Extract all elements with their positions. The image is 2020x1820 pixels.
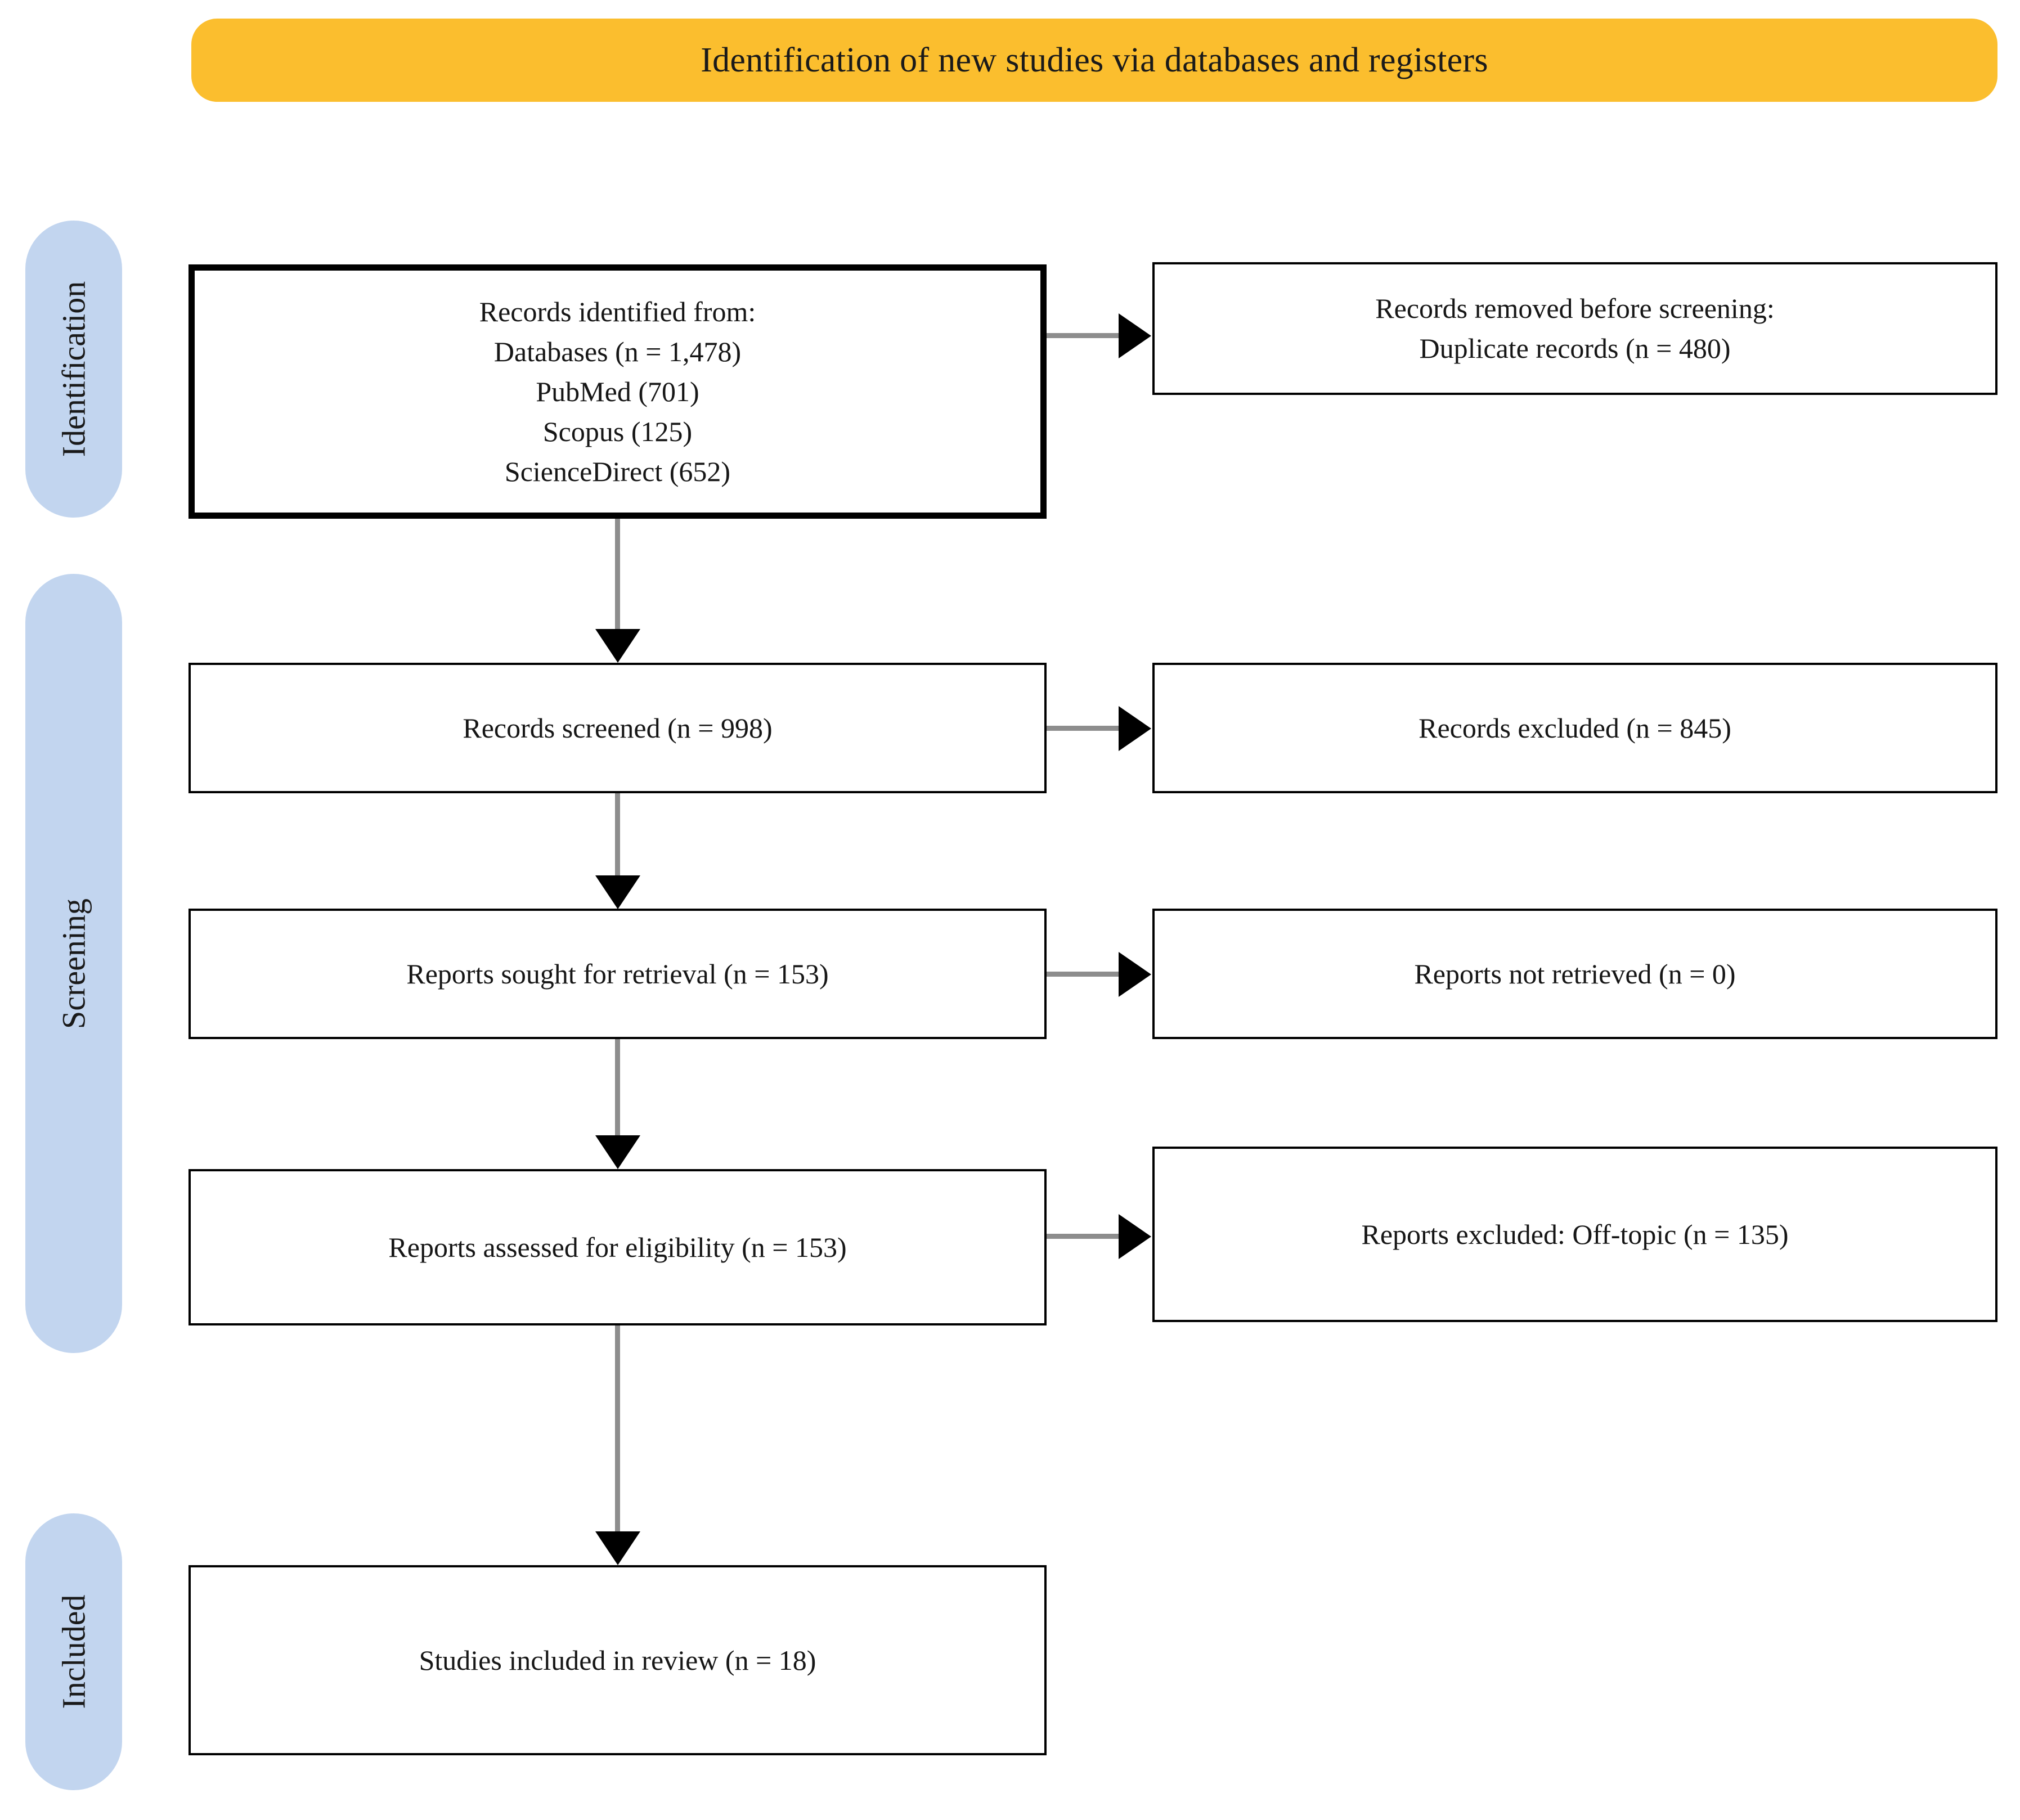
stage-label-identification: Identification	[25, 221, 122, 518]
arrow-right-screened-to-excluded	[1047, 726, 1121, 731]
node-reports-sought-text: Reports sought for retrieval (n = 153)	[392, 954, 843, 994]
node-records-identified: Records identified from: Databases (n = …	[188, 264, 1047, 519]
studies-included-line-1: Studies included in review (n = 18)	[419, 1644, 816, 1676]
node-records-screened: Records screened (n = 998)	[188, 663, 1047, 793]
stage-label-screening-text: Screening	[55, 898, 92, 1029]
node-records-excluded: Records excluded (n = 845)	[1152, 663, 1997, 793]
node-reports-assessed: Reports assessed for eligibility (n = 15…	[188, 1169, 1047, 1325]
records-identified-line-2: Databases (n = 1,478)	[493, 335, 742, 367]
arrow-down-screened-to-sought	[615, 793, 620, 878]
records-excluded-line-1: Records excluded (n = 845)	[1419, 712, 1731, 744]
arrow-down-assessed-to-included	[615, 1325, 620, 1534]
node-reports-excluded-offtopic: Reports excluded: Off-topic (n = 135)	[1152, 1147, 1997, 1322]
node-studies-included-text: Studies included in review (n = 18)	[405, 1641, 831, 1680]
records-identified-line-3: PubMed (701)	[536, 375, 699, 407]
arrow-right-assessed-to-excluded-offtopic	[1047, 1234, 1121, 1239]
reports-not-retrieved-line-1: Reports not retrieved (n = 0)	[1414, 958, 1736, 990]
records-identified-line-4: Scopus (125)	[542, 415, 693, 447]
reports-sought-line-1: Reports sought for retrieval (n = 153)	[406, 958, 829, 990]
arrow-down-sought-to-assessed	[615, 1039, 620, 1138]
reports-excluded-offtopic-line-1: Reports excluded: Off-topic (n = 135)	[1361, 1218, 1789, 1250]
node-studies-included: Studies included in review (n = 18)	[188, 1565, 1047, 1755]
stage-label-identification-text: Identification	[55, 281, 92, 457]
node-reports-not-retrieved-text: Reports not retrieved (n = 0)	[1399, 954, 1750, 994]
reports-assessed-line-1: Reports assessed for eligibility (n = 15…	[388, 1231, 847, 1263]
records-identified-line-5: ScienceDirect (652)	[504, 455, 731, 487]
node-records-screened-text: Records screened (n = 998)	[448, 708, 787, 748]
node-records-removed-text: Records removed before screening: Duplic…	[1361, 289, 1789, 369]
arrow-right-sought-to-not-retrieved	[1047, 972, 1121, 977]
arrow-right-identified-to-removed	[1047, 333, 1121, 338]
node-reports-sought: Reports sought for retrieval (n = 153)	[188, 909, 1047, 1039]
node-reports-not-retrieved: Reports not retrieved (n = 0)	[1152, 909, 1997, 1039]
arrow-down-identified-to-screened	[615, 519, 620, 631]
stage-label-included-text: Included	[55, 1594, 92, 1709]
records-identified-line-1: Records identified from:	[479, 295, 756, 327]
diagram-title: Identification of new studies via databa…	[701, 41, 1488, 79]
node-reports-excluded-offtopic-text: Reports excluded: Off-topic (n = 135)	[1346, 1215, 1803, 1255]
node-reports-assessed-text: Reports assessed for eligibility (n = 15…	[374, 1228, 861, 1268]
stage-label-included: Included	[25, 1513, 122, 1790]
node-records-excluded-text: Records excluded (n = 845)	[1404, 708, 1746, 748]
node-records-identified-text: Records identified from: Databases (n = …	[465, 292, 771, 492]
diagram-header-banner: Identification of new studies via databa…	[191, 19, 1997, 102]
records-removed-line-2: Duplicate records (n = 480)	[1419, 332, 1731, 364]
records-screened-line-1: Records screened (n = 998)	[463, 712, 773, 744]
stage-label-screening: Screening	[25, 574, 122, 1353]
records-removed-line-1: Records removed before screening:	[1375, 293, 1775, 324]
node-records-removed: Records removed before screening: Duplic…	[1152, 262, 1997, 395]
